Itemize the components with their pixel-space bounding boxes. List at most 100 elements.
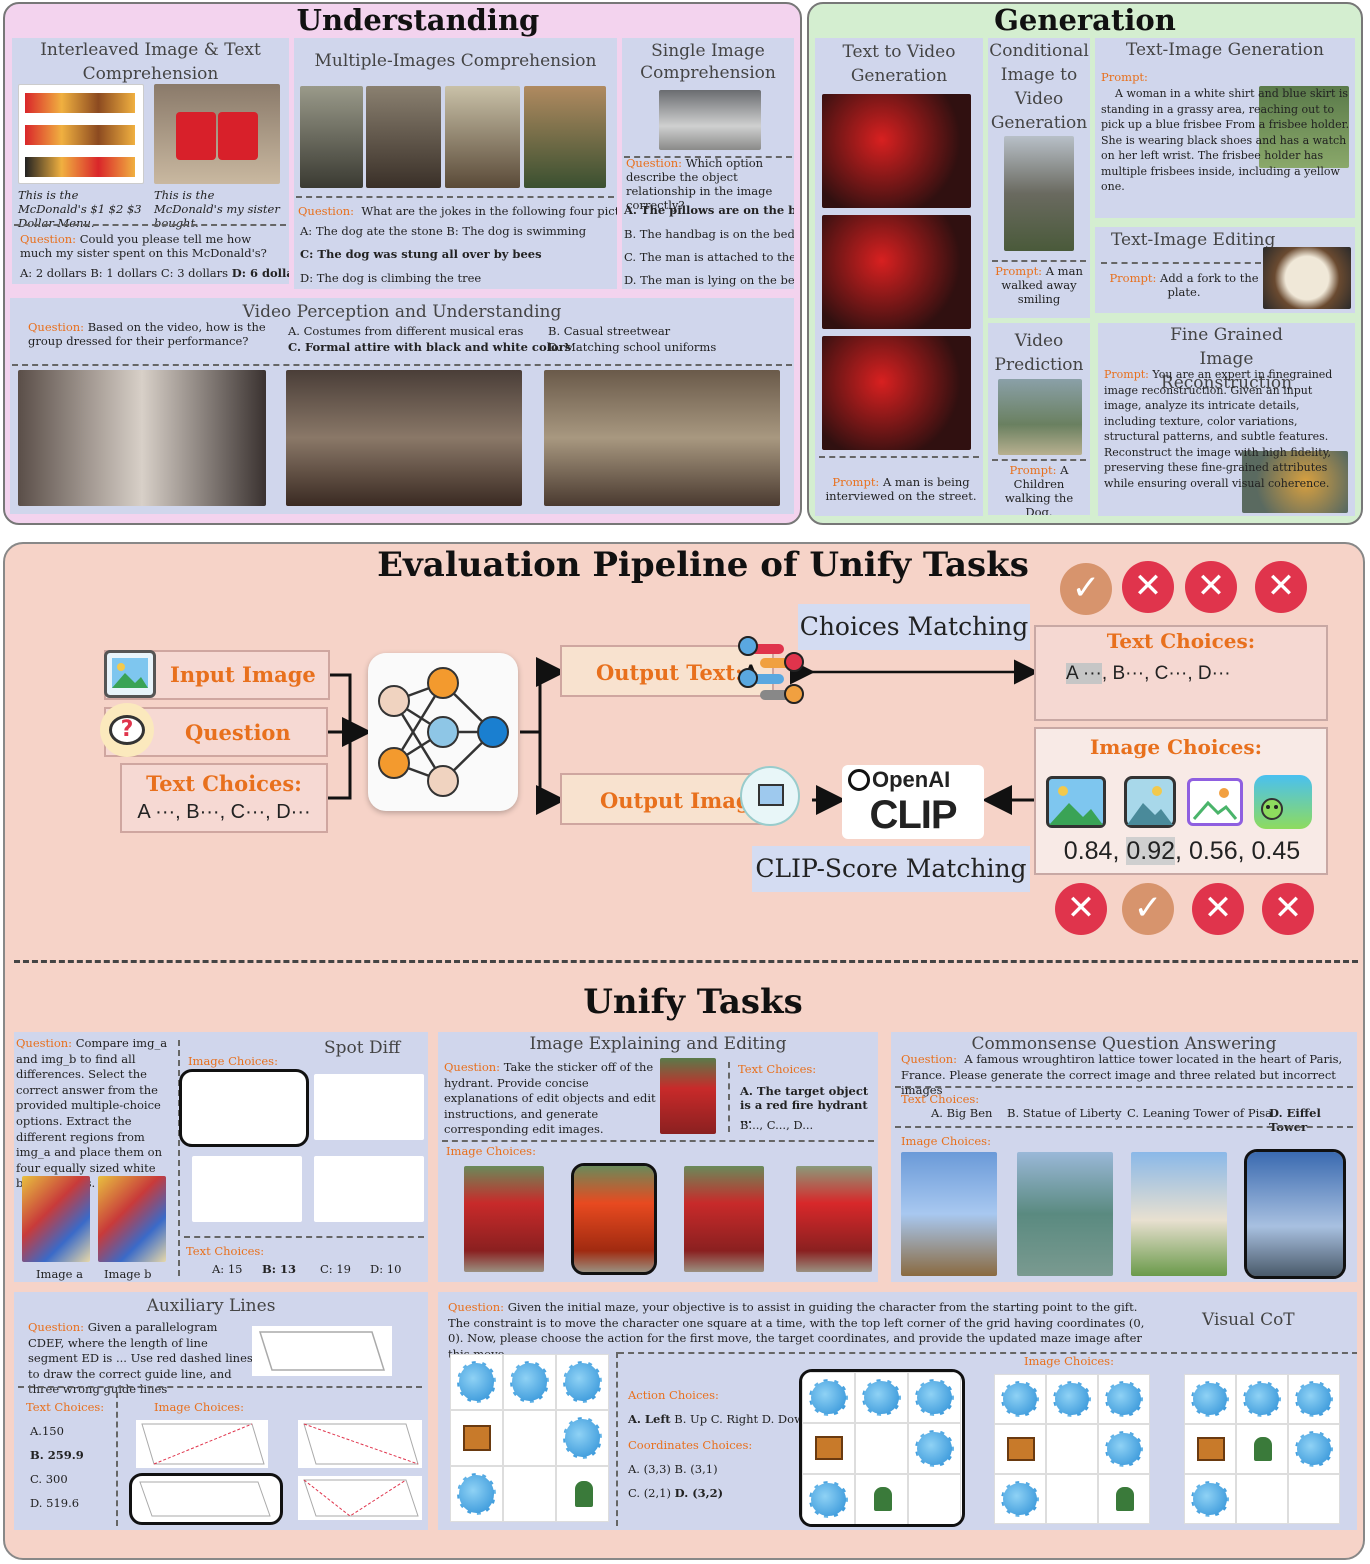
dog-walking-image xyxy=(998,379,1082,455)
question-text: Take the sticker off of the hydrant. Pro… xyxy=(444,1060,656,1136)
leaning-tower-image xyxy=(1131,1152,1227,1276)
choice-b-correct: B: 13 xyxy=(262,1262,296,1276)
frisbee-woman-image xyxy=(1259,86,1349,168)
wrong-badge: ✕ xyxy=(1122,561,1174,613)
question-text: Compare img_a and img_b to find all diff… xyxy=(16,1036,168,1190)
pipeline-title: Evaluation Pipeline of Unify Tasks xyxy=(377,545,1029,585)
coordinates-choice-c: C. (2,1) xyxy=(628,1486,671,1500)
correct-badge: ✓ xyxy=(1060,563,1112,615)
guide-line-choice-3-selected xyxy=(129,1473,283,1525)
choice-a: A. Big Ben xyxy=(931,1106,993,1120)
multi-images-section: Multiple-Images Comprehension Question: … xyxy=(294,38,617,289)
prompt-label: Prompt: xyxy=(995,264,1043,278)
choice-b: B. Casual streetwear xyxy=(548,324,671,338)
coordinates-choices-ab: A. (3,3) B. (3,1) xyxy=(628,1462,718,1476)
section-divider xyxy=(14,960,1358,963)
image-explaining-section: Image Explaining and Editing Question: T… xyxy=(438,1032,878,1282)
output-text-label: Output Text:A xyxy=(596,660,759,685)
hydrant-choice-3 xyxy=(684,1166,764,1272)
question-label: Question: xyxy=(448,1300,505,1314)
action-choice-a-correct: A. Left xyxy=(628,1412,671,1426)
text-choice-rest: B..., C..., D... xyxy=(740,1118,814,1132)
cond-image-to-video-title: Conditional Image to Video Generation xyxy=(989,41,1089,133)
text-choices-label: Text Choices: xyxy=(146,771,302,796)
video-frame-3 xyxy=(544,370,780,506)
image-choice-icon-4 xyxy=(1254,775,1312,829)
output-text-box xyxy=(560,645,774,697)
maze-initial xyxy=(450,1354,610,1524)
interleaved-title: Interleaved Image & Text Comprehension xyxy=(40,40,261,84)
text-to-video-section: Text to Video Generation Prompt: A man i… xyxy=(815,38,983,516)
fine-grained-title: Fine Grained Image Reconstruction xyxy=(1160,325,1293,393)
prompt-label: Prompt: xyxy=(832,475,880,489)
spot-diff-title: Spot Diff xyxy=(324,1038,401,1058)
dog-image-1 xyxy=(300,86,363,188)
choice-d: D. 519.6 xyxy=(30,1496,80,1510)
wrong-badge: ✕ xyxy=(1185,561,1237,613)
question-text: Given a parallelogram CDEF, where the le… xyxy=(28,1320,253,1396)
diff-choice-3 xyxy=(192,1156,302,1222)
clip-score-matching-label: CLIP-Score Matching xyxy=(752,846,1030,892)
dog-image-4 xyxy=(524,86,606,188)
choice-b-correct: B. 259.9 xyxy=(30,1448,84,1462)
clip-score-4: 0.45 xyxy=(1251,837,1301,865)
question-text: A famous wroughtiron lattice tower locat… xyxy=(901,1052,1343,1097)
choice-a: A: 15 xyxy=(212,1262,243,1276)
food-plate-image xyxy=(1263,247,1351,309)
generation-title: Generation xyxy=(994,3,1176,37)
choice-c: C: 19 xyxy=(320,1262,351,1276)
fine-grained-section: Fine Grained Image Reconstruction Prompt… xyxy=(1098,323,1355,516)
reconstruction-image xyxy=(1242,451,1348,513)
text-choices-input-box xyxy=(120,763,328,833)
other-choices: , B···, C···, D··· xyxy=(1101,663,1231,684)
choice-b: B. Statue of Liberty xyxy=(1007,1106,1122,1120)
video-frame-1 xyxy=(822,94,971,208)
visual-cot-title: Visual CoT xyxy=(1202,1310,1295,1330)
wrong-badge: ✕ xyxy=(1262,883,1314,935)
choice-b: B. The handbag is on the bed xyxy=(624,227,794,241)
bedroom-image xyxy=(659,90,761,150)
image-choice-icon-1 xyxy=(1046,776,1106,828)
prompt-text: A woman in a white shirt and blue skirt … xyxy=(1101,87,1350,193)
input-image-label: Input Image xyxy=(170,662,316,687)
prompt-label: Prompt: xyxy=(1109,271,1157,285)
question-bubble-icon: ? xyxy=(100,703,154,757)
choice-a-correct: A. The pillows are on the bed xyxy=(624,203,794,217)
image-choices-title: Image Choices: xyxy=(1089,735,1263,759)
question-text: What are the jokes in the following four… xyxy=(361,204,617,218)
understanding-title: Understanding xyxy=(296,3,540,37)
text-image-generation-title: Text-Image Generation xyxy=(1126,40,1324,60)
character-icon xyxy=(556,1466,609,1522)
neural-network-icon xyxy=(368,653,518,811)
eiffel-tower-image-selected xyxy=(1244,1149,1346,1279)
prompt-text: Add a fork to the plate. xyxy=(1160,271,1259,300)
question-label: Question: xyxy=(20,232,77,246)
clip-text: CLIP xyxy=(869,793,957,837)
img-a-label: Image a xyxy=(36,1267,83,1281)
right-text-choices-title: Text Choices: xyxy=(1106,629,1256,653)
clip-logo: OpenAI CLIP xyxy=(842,765,984,839)
image-choices-label: Image Choices: xyxy=(154,1400,244,1414)
coordinates-choices-label: Coordinates Choices: xyxy=(628,1438,753,1452)
question-label: Question: xyxy=(28,1320,85,1334)
hydrant-source-image xyxy=(660,1058,716,1134)
guide-line-choice-4 xyxy=(298,1476,422,1520)
auxiliary-lines-section: Auxiliary Lines Question: Given a parall… xyxy=(14,1292,428,1530)
video-understanding-section: Video Perception and Understanding Quest… xyxy=(10,298,794,514)
wrong-badge: ✕ xyxy=(1255,561,1307,613)
openai-text: OpenAI xyxy=(872,767,951,792)
auxiliary-lines-title: Auxiliary Lines xyxy=(146,1296,276,1316)
prompt-text: A man is being interviewed on the street… xyxy=(825,475,977,504)
question-label: Question: xyxy=(298,204,355,218)
question-text: Based on the video, how is the group dre… xyxy=(28,320,266,349)
multi-images-title: Multiple-Images Comprehension xyxy=(314,51,597,71)
gift-icon xyxy=(450,1410,503,1466)
question-label: Question: xyxy=(28,320,85,334)
diff-choice-2 xyxy=(314,1074,424,1140)
text-choices-label: Text Choices: xyxy=(186,1244,265,1258)
text-image-editing-title: Text-Image Editing xyxy=(1111,230,1276,250)
interleaved-section: Interleaved Image & Text Comprehension T… xyxy=(12,38,289,284)
cond-image-to-video-section: Conditional Image to Video Generation Pr… xyxy=(988,38,1090,318)
single-image-title: Single Image Comprehension xyxy=(640,41,776,83)
prompt-text: A man walked away smiling xyxy=(1001,264,1083,307)
